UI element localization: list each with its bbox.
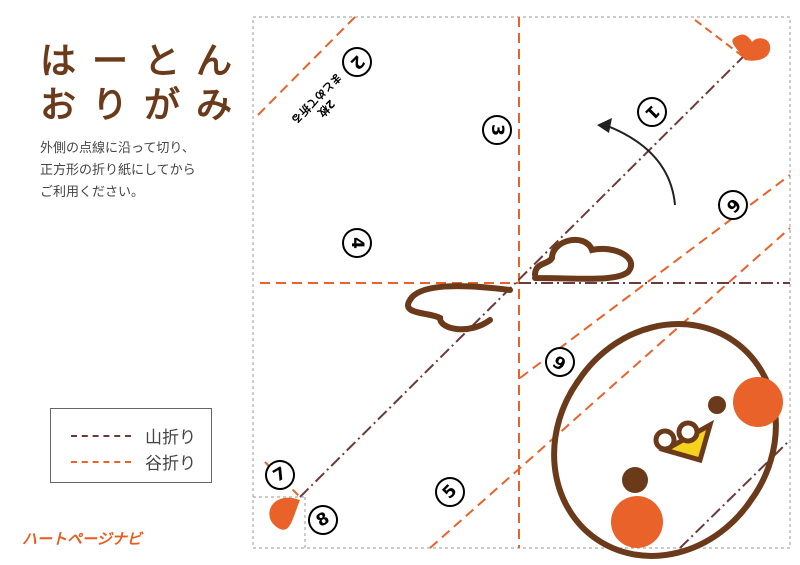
bird-cheek [611,496,663,548]
bird-brow [653,428,677,452]
step-3: 3 [487,124,507,136]
instruction-line: ご利用ください。 [40,185,145,200]
heart-icon [269,497,300,530]
valley-fold-label: 谷折り [145,454,196,474]
mountain-fold-line [71,434,131,437]
mountain-fold-diagonal [679,439,791,549]
title-line2: おりがみ [40,85,249,126]
valley-fold-corner [264,461,301,498]
step-4: 4 [347,237,367,249]
bird-eye [622,467,648,493]
heart-icon [732,34,771,61]
instruction-line: 外側の点線に沿って切り、 [40,141,195,156]
mountain-fold-label: 山折り [145,428,196,448]
logo: ハートページナビ [22,530,142,548]
instruction-line: 正方形の折り紙にしてから [40,163,196,178]
fold-legend: 山折り 谷折り [50,408,212,483]
cloud-shape [405,283,513,333]
title-line1: はーとん [40,41,249,82]
mountain-fold-diagonal [299,54,746,498]
bird-cheek [733,377,783,427]
step-markers: 1 2 3 4 5 6 6 7 8 [265,47,748,535]
instructions: 外側の点線に沿って切り、 正方形の折り紙にしてから ご利用ください。 [40,138,196,204]
valley-fold-corner [694,19,746,59]
valley-fold-corner [257,16,356,116]
fold-arrow [604,124,676,206]
bird-brow [676,420,700,444]
fold-note: 2枚 まとめて折る [288,70,345,127]
cloud-shape [532,237,634,282]
valley-fold-diagonal [429,227,791,549]
bird-eye [708,396,726,414]
fold-note-line2: まとめて折る [288,70,345,127]
valley-fold-line [71,460,131,463]
arrow-head-icon [597,118,612,133]
